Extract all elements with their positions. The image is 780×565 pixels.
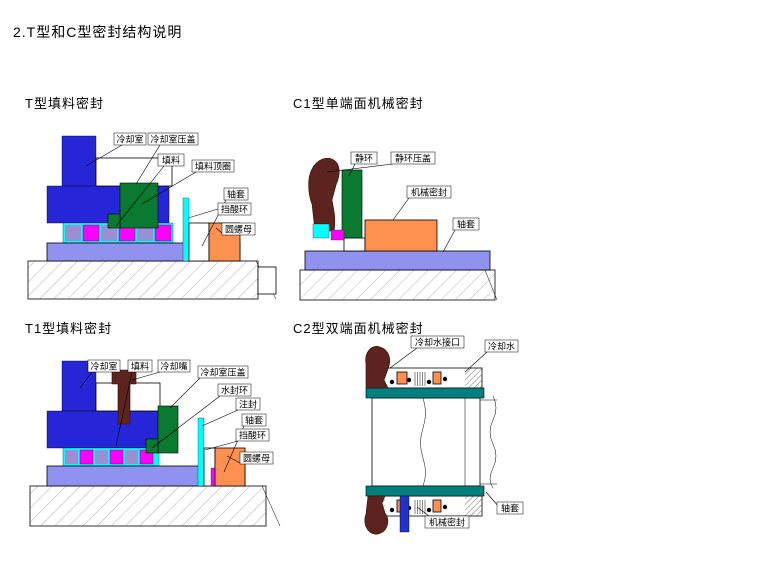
svg-text:轴套: 轴套 <box>501 503 519 514</box>
svg-text:填料: 填料 <box>162 155 180 166</box>
cooling-nozzle-brown <box>111 369 137 425</box>
diagram-t-seal: 冷却室 冷却室压盖 填料 填料顶圈 轴套 挡酸环 圆螺母 <box>27 132 277 300</box>
label-static-ring: 静环 <box>350 151 378 165</box>
svg-text:圆螺母: 圆螺母 <box>243 454 270 464</box>
label-cooling-gland: 冷却室压盖 <box>197 365 249 379</box>
shaft-sleeve <box>304 250 491 271</box>
label-cooling: 冷却室 <box>113 132 147 146</box>
label-water-inlet: 冷却水接口 <box>410 335 465 349</box>
svg-text:轴套: 轴套 <box>457 219 475 230</box>
gland-bar-top <box>365 387 485 399</box>
label-static-ring-gland: 静环压盖 <box>390 151 436 165</box>
svg-text:轴套: 轴套 <box>227 189 245 200</box>
diagram-t1-seal: 冷却室 填料 冷却嘴 冷却室压盖 水封环 注封 轴套 挡酸环 <box>29 359 281 527</box>
spacer-ring <box>188 222 210 262</box>
svg-text:填料: 填料 <box>131 361 149 372</box>
shaft-section <box>29 485 281 527</box>
svg-text:注封: 注封 <box>239 399 257 410</box>
svg-text:圆螺母: 圆螺母 <box>225 225 252 235</box>
label-packing: 填料 <box>157 153 185 167</box>
label-sleeve: 轴套 <box>496 501 524 515</box>
label-seal: 注封 <box>235 397 261 411</box>
shaft-body <box>371 395 497 489</box>
label-acid-ring: 挡酸环 <box>235 428 270 442</box>
label-round-nut: 圆螺母 <box>239 451 274 465</box>
packing-rings <box>62 447 160 467</box>
label-mech-seal: 机械密封 <box>424 515 470 529</box>
svg-text:静环压盖: 静环压盖 <box>395 153 431 164</box>
water-port-brown-top <box>365 346 391 389</box>
diagram-title-c1: C1型单端面机械密封 <box>293 96 424 111</box>
leader-lines <box>326 163 456 253</box>
svg-text:轴套: 轴套 <box>245 415 263 426</box>
svg-text:水封环: 水封环 <box>221 385 248 396</box>
svg-text:机械密封: 机械密封 <box>411 187 447 198</box>
svg-text:机械密封: 机械密封 <box>429 517 465 528</box>
label-cooling: 冷却室 <box>87 359 121 373</box>
svg-text:挡酸环: 挡酸环 <box>221 204 248 215</box>
diagram-title-t1: T1型填料密封 <box>25 321 113 336</box>
static-ring-gland-brown <box>308 157 340 232</box>
diagram-c1-seal: 静环 静环压盖 机械密封 轴套 <box>299 151 498 301</box>
svg-text:静环: 静环 <box>355 153 373 164</box>
svg-text:挡酸环: 挡酸环 <box>239 430 266 441</box>
label-packing: 填料 <box>127 359 153 373</box>
mech-seal-body <box>364 219 438 252</box>
leader-lines <box>85 144 227 247</box>
svg-text:冷却水: 冷却水 <box>488 341 515 352</box>
water-port-brown-bottom <box>364 495 389 535</box>
svg-text:冷却嘴: 冷却嘴 <box>160 361 187 372</box>
packing-gland-green <box>107 182 159 229</box>
label-cooling-nozzle: 冷却嘴 <box>157 359 191 373</box>
label-sleeve: 轴套 <box>223 187 249 201</box>
label-sleeve: 轴套 <box>452 217 480 231</box>
packing-gland-green <box>145 405 179 454</box>
svg-text:填料顶圈: 填料顶圈 <box>195 161 231 172</box>
diagram-c2-seal: 冷却水接口 冷却水 机械密封 轴套 <box>364 335 524 535</box>
label-mech-seal: 机械密封 <box>406 185 452 199</box>
shaft-section <box>299 269 498 301</box>
svg-text:冷却水接口: 冷却水接口 <box>415 337 460 348</box>
magenta-ring <box>330 229 345 241</box>
label-water-seal-ring: 水封环 <box>217 383 252 397</box>
spacer-ring <box>203 447 216 487</box>
svg-text:冷却室压盖: 冷却室压盖 <box>150 134 195 145</box>
svg-text:冷却室: 冷却室 <box>116 134 143 145</box>
blue-strip <box>399 495 410 533</box>
spacer-ring <box>343 237 366 252</box>
gland-bar-bottom <box>365 485 485 497</box>
svg-text:冷却室: 冷却室 <box>90 361 117 372</box>
page-title: 2.T型和C型密封结构说明 <box>13 24 183 40</box>
label-cooling-gland: 冷却室压盖 <box>147 132 199 146</box>
label-acid-ring: 挡酸环 <box>217 202 252 216</box>
cyan-ring <box>312 223 330 239</box>
diagram-title-c2: C2型双端面机械密封 <box>293 321 424 336</box>
diagram-title-t: T型填料密封 <box>25 96 104 111</box>
shaft-section <box>27 260 277 300</box>
label-sleeve: 轴套 <box>241 413 267 427</box>
static-ring-green <box>341 169 363 239</box>
svg-text:冷却室压盖: 冷却室压盖 <box>200 367 245 378</box>
acid-guard-ring <box>197 417 205 487</box>
acid-guard-ring <box>182 197 190 262</box>
label-packing-ring: 填料顶圈 <box>191 159 235 173</box>
label-round-nut: 圆螺母 <box>221 222 256 236</box>
label-cooling-water: 冷却水 <box>484 339 519 353</box>
